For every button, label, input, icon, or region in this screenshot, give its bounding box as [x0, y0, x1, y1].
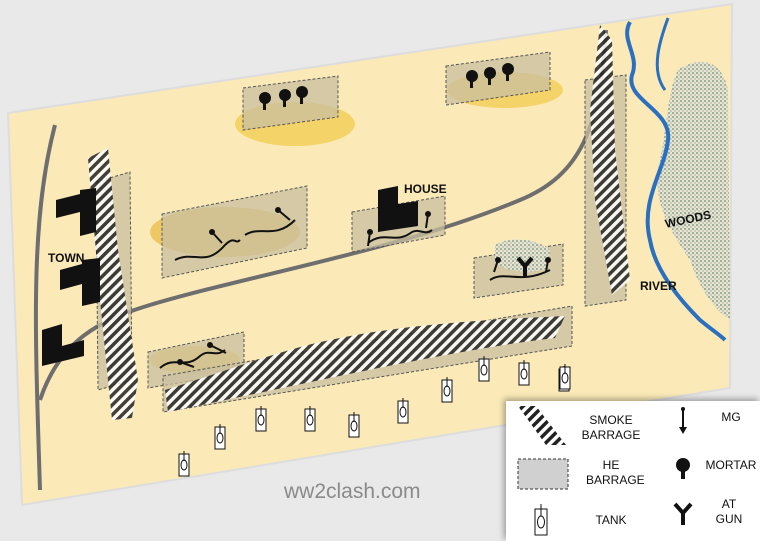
mg-icon: [493, 257, 501, 273]
smoke-barrage: [590, 25, 630, 295]
at-gun-icon: [673, 502, 693, 525]
legend-mortar-label: MORTAR: [705, 458, 757, 472]
mg-icon: [275, 207, 291, 221]
mortar-icon: [484, 67, 496, 85]
legend-at-gun-label: AT GUN: [715, 497, 743, 526]
house-label: HOUSE: [404, 182, 447, 196]
tank-icon: [255, 406, 267, 432]
town-label: TOWN: [48, 251, 84, 265]
smoke-barrage: [165, 316, 565, 412]
river: [625, 21, 727, 342]
river-label: RIVER: [640, 279, 677, 293]
mg-icon: [545, 257, 551, 273]
legend: SMOKE BARRAGE HE BARRAGE TANK MG MORTAR …: [506, 401, 760, 541]
smoke-cloud-at: [495, 239, 550, 272]
building-icon: [60, 258, 100, 306]
mortar-icon: [259, 92, 271, 110]
mg-icon: [207, 342, 227, 354]
trenches: [159, 219, 551, 369]
mg-icon: [367, 229, 373, 247]
town-buildings: [42, 186, 418, 366]
smoke-barrage-icon: [518, 406, 566, 445]
trench-line: [174, 239, 241, 261]
tank-icon: [304, 406, 316, 432]
trench-line: [489, 269, 551, 281]
mg-icons: [177, 207, 551, 368]
mortar-icon: [502, 63, 514, 81]
trench-line: [159, 349, 226, 369]
building-icon: [42, 324, 84, 366]
legend-tank-label: TANK: [595, 513, 627, 527]
legend-smoke-label: SMOKE BARRAGE: [581, 413, 641, 442]
tank-icon: [178, 451, 190, 477]
tank-icon: [348, 412, 360, 438]
legend-he-label: HE BARRAGE: [586, 458, 645, 487]
house-icon: [378, 186, 418, 232]
woods-area: [657, 61, 730, 320]
mortar-icon: [466, 70, 478, 88]
tank-icon: [534, 504, 548, 536]
trench-line: [244, 219, 296, 236]
tank-icon: [478, 356, 490, 382]
legend-mg-label: MG: [721, 410, 741, 424]
mortars: [259, 63, 514, 110]
smoke-barrage: [88, 148, 138, 420]
mortar-icon: [676, 458, 690, 479]
he-barrage: [161, 185, 308, 279]
building-icon: [56, 188, 96, 236]
he-barrage-icon: [517, 458, 569, 490]
road-west: [33, 124, 57, 491]
mg-icon: [679, 407, 687, 434]
mg-icon: [425, 211, 431, 229]
legend-icons: [517, 406, 693, 536]
tank-icon: [518, 360, 530, 386]
watermark: ww2clash.com: [284, 480, 421, 503]
mg-icon: [177, 359, 195, 368]
tank-icon: [559, 364, 571, 390]
at-gun-icon: [516, 256, 534, 276]
tank-icon: [441, 377, 453, 403]
he-barrage: [242, 75, 339, 131]
trench-line: [367, 229, 433, 244]
he-barrage: [445, 51, 551, 106]
tank-icon: [214, 424, 226, 450]
tanks: [178, 356, 571, 477]
river-branch: [655, 17, 670, 91]
mg-icon: [209, 229, 223, 244]
mortar-icon: [279, 89, 291, 107]
tank-icon: [397, 398, 409, 424]
mortar-icon: [296, 86, 308, 104]
